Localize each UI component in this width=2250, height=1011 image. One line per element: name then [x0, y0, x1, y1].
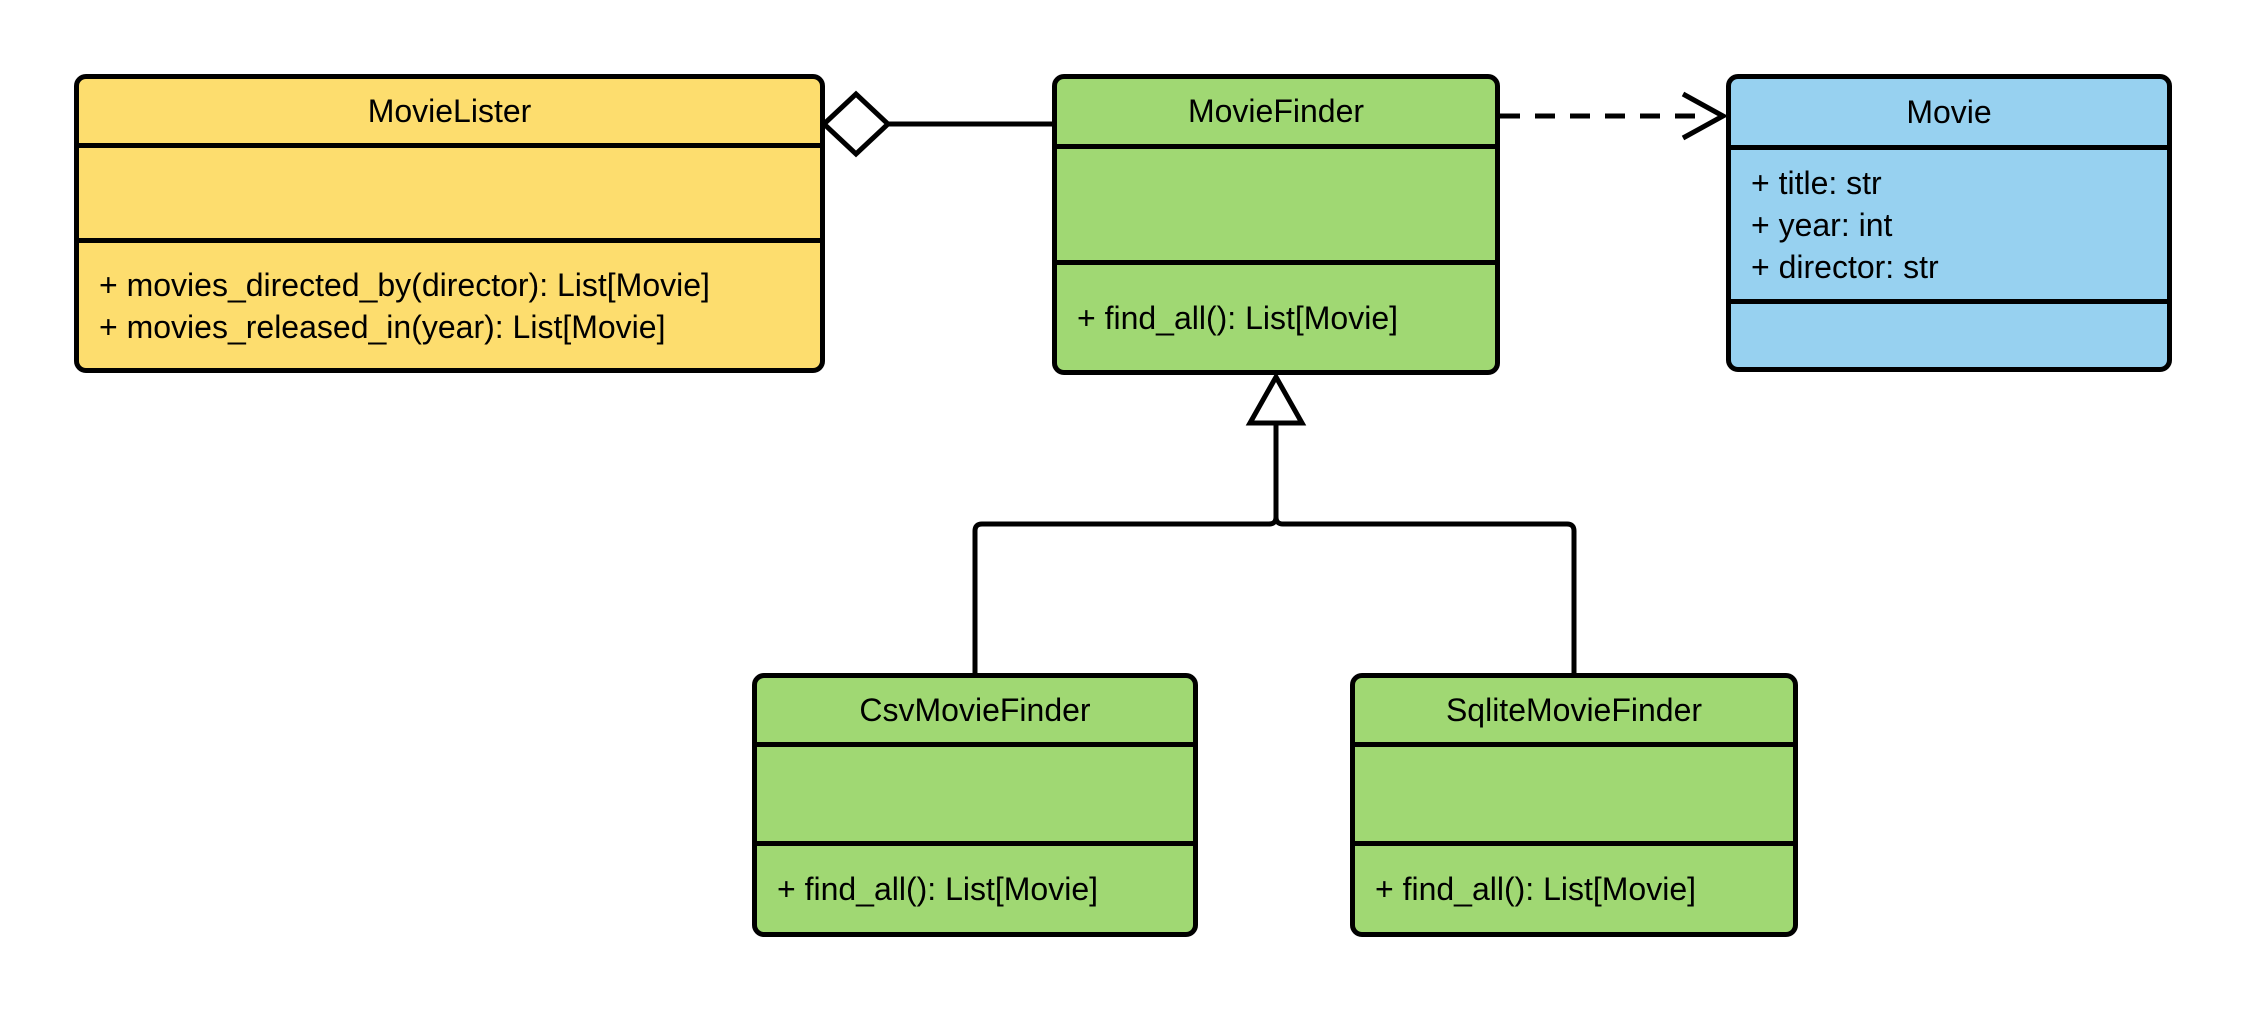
class-movie-attributes: + title: str + year: int + director: str	[1731, 145, 2167, 299]
class-csvmoviefinder-methods: + find_all(): List[Movie]	[757, 841, 1193, 932]
class-movielister-title: MovieLister	[367, 92, 532, 129]
class-csvmoviefinder-title: CsvMovieFinder	[859, 691, 1091, 728]
method-line: + movies_released_in(year): List[Movie]	[99, 308, 666, 345]
inheritance-triangle-icon	[1245, 371, 1307, 426]
class-movie: Movie + title: str + year: int + directo…	[1726, 74, 2172, 372]
aggregation-connector	[820, 90, 1055, 158]
dependency-open-arrow-icon	[1681, 91, 1729, 141]
class-sqlitemoviefinder-methods: + find_all(): List[Movie]	[1355, 841, 1793, 932]
inheritance-connector	[972, 371, 1577, 675]
class-csvmoviefinder-attributes	[757, 742, 1193, 841]
class-movielister: MovieLister + movies_directed_by(directo…	[74, 74, 825, 373]
class-movielister-methods: + movies_directed_by(director): List[Mov…	[79, 238, 820, 368]
attribute-line: + year: int	[1751, 206, 1893, 243]
class-moviefinder: MovieFinder + find_all(): List[Movie]	[1052, 74, 1500, 375]
aggregation-diamond-icon	[820, 90, 892, 158]
dependency-connector	[1500, 91, 1729, 141]
class-movie-methods	[1731, 299, 2167, 367]
class-moviefinder-methods: + find_all(): List[Movie]	[1057, 260, 1495, 370]
class-moviefinder-attributes	[1057, 144, 1495, 260]
method-line: + find_all(): List[Movie]	[1375, 871, 1697, 907]
class-csvmoviefinder: CsvMovieFinder + find_all(): List[Movie]	[752, 673, 1198, 937]
method-line: + movies_directed_by(director): List[Mov…	[99, 266, 710, 303]
inheritance-line-csv	[972, 423, 1279, 675]
class-sqlitemoviefinder-attributes	[1355, 742, 1793, 841]
attribute-line: + director: str	[1751, 248, 1939, 285]
attribute-line: + title: str	[1751, 164, 1882, 201]
class-moviefinder-title: MovieFinder	[1187, 93, 1365, 129]
class-sqlitemoviefinder-title: SqliteMovieFinder	[1445, 691, 1703, 728]
class-movielister-attributes	[79, 143, 820, 238]
inheritance-line-sqlite	[1273, 423, 1577, 675]
method-line: + find_all(): List[Movie]	[777, 871, 1099, 907]
class-movie-title: Movie	[1906, 93, 1992, 130]
class-sqlitemoviefinder: SqliteMovieFinder + find_all(): List[Mov…	[1350, 673, 1798, 937]
method-line: + find_all(): List[Movie]	[1077, 299, 1399, 336]
